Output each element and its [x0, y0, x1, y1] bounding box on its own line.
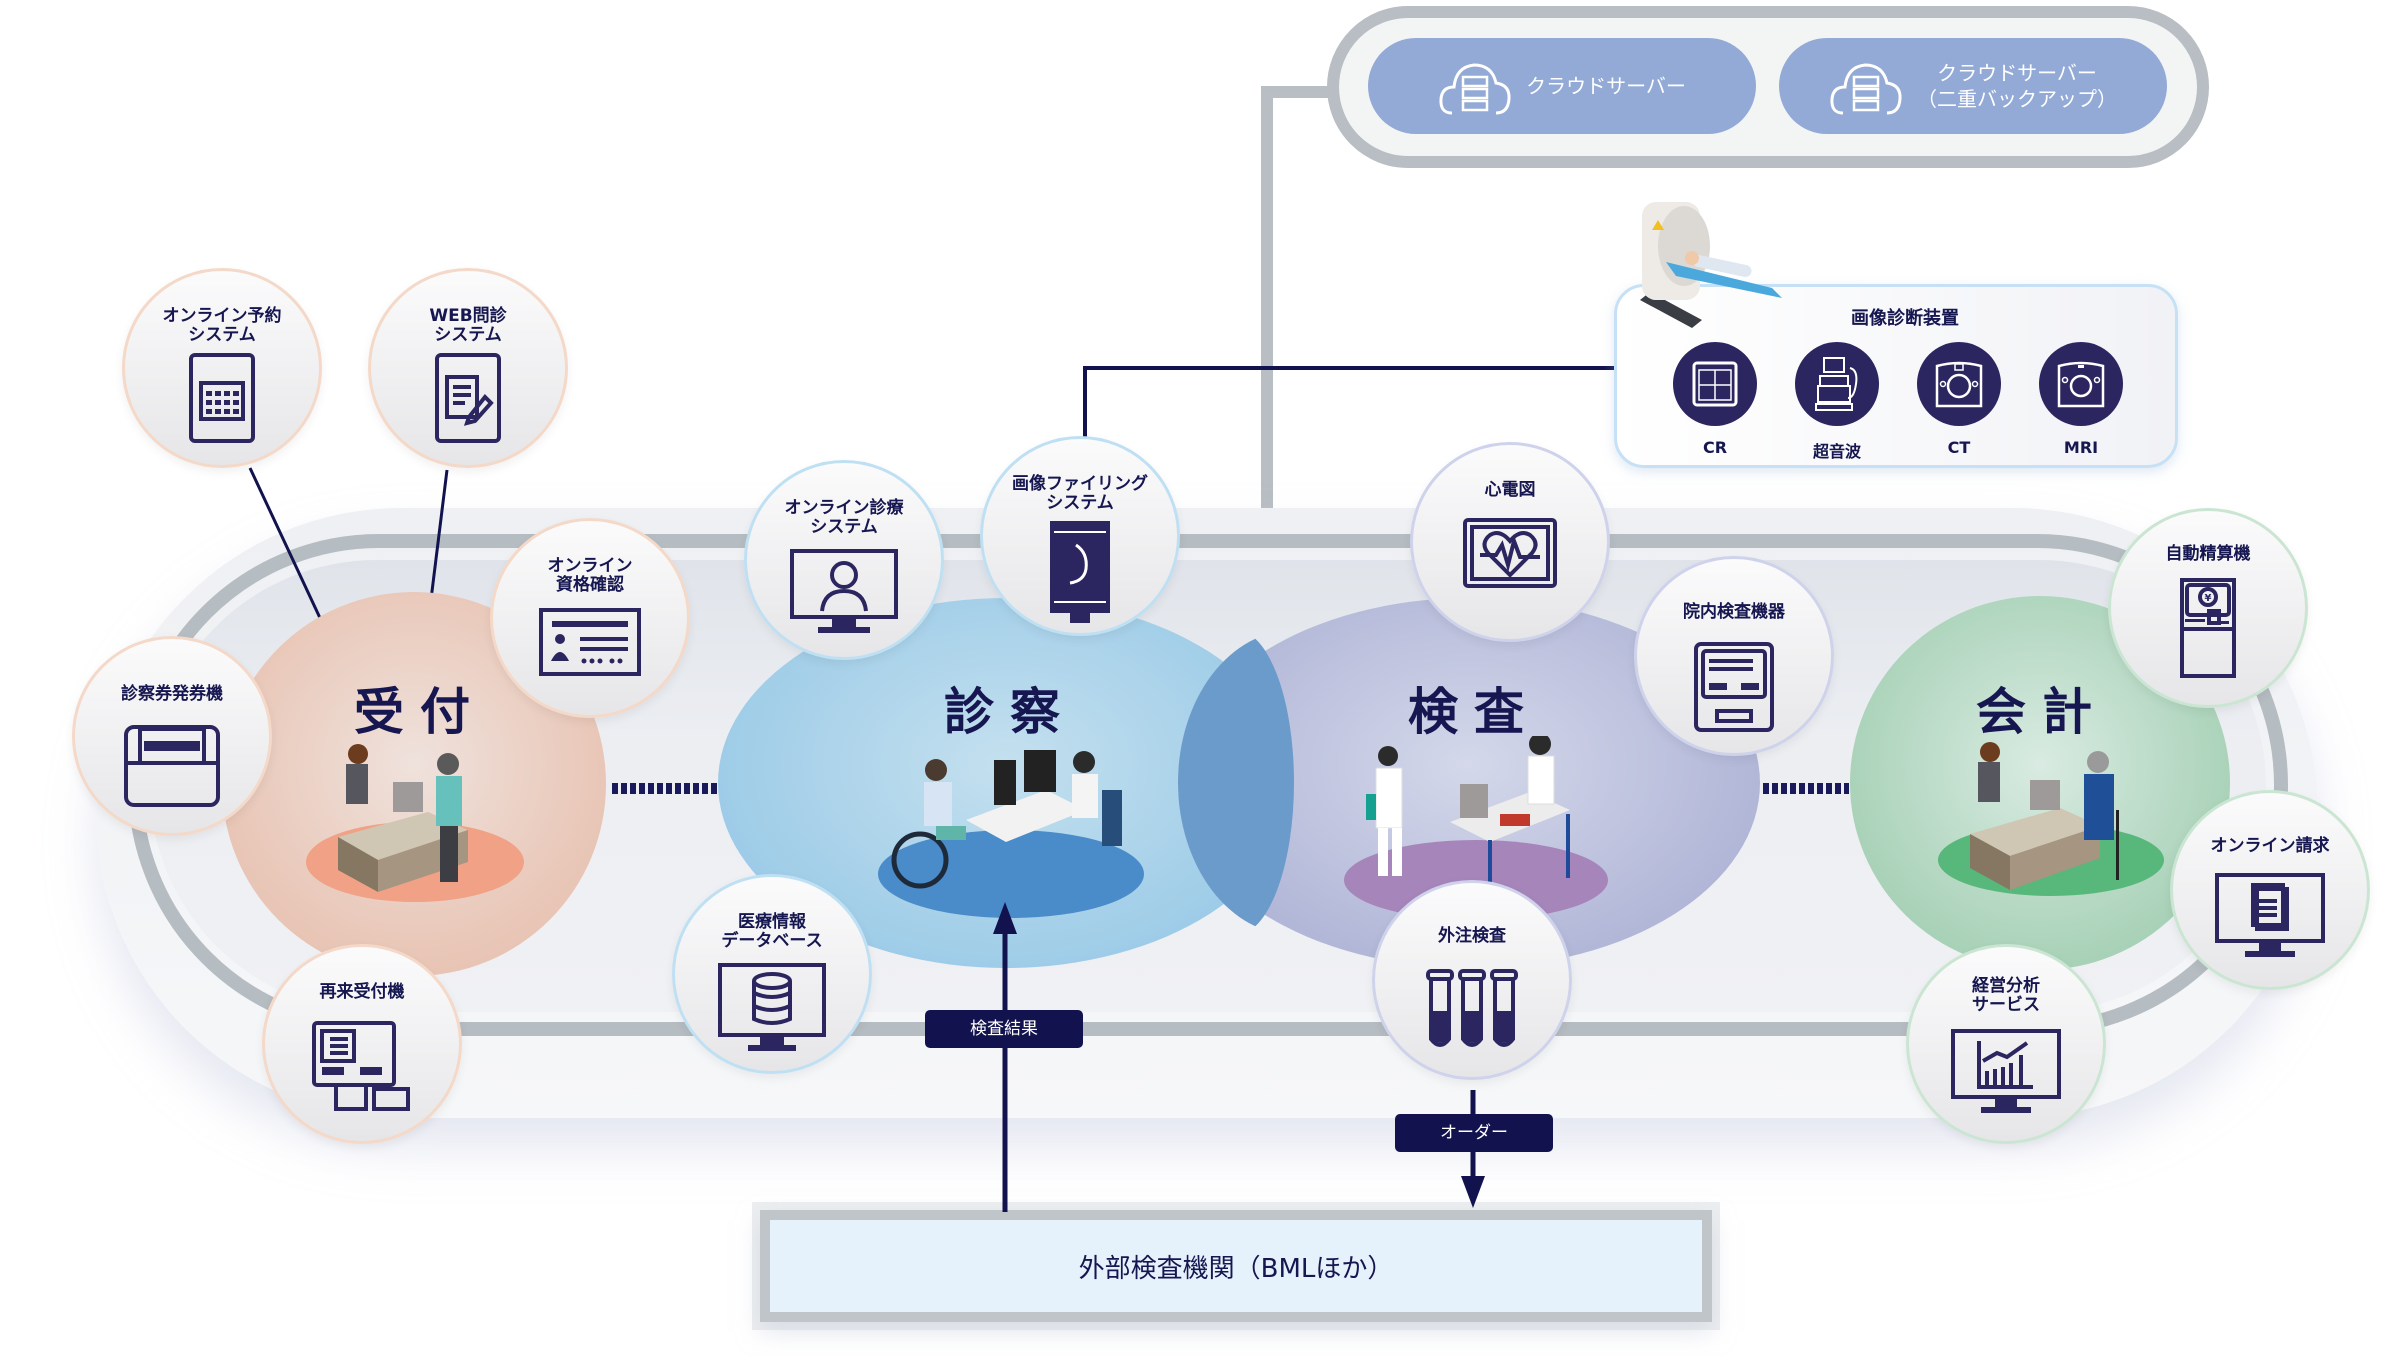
link-kensa-kaikei [1763, 783, 1849, 794]
cloud-server-icon [1830, 63, 1902, 115]
id-card-icon [539, 608, 641, 676]
x-ray-panel-icon [1692, 361, 1738, 407]
satellite-auto-payment[interactable]: 自動精算機 ¥ [2108, 508, 2308, 708]
payment-desk-icon [1970, 742, 2119, 890]
reception-desk-icon [338, 744, 468, 892]
lab-desk-icon [1366, 736, 1570, 902]
imaging-connector-line [1083, 366, 1616, 440]
satellite-online-billing[interactable]: オンライン請求 [2170, 790, 2370, 990]
satellite-label: 診察券発券機 [121, 684, 223, 704]
satellite-label: 経営分析 サービス [1972, 976, 2040, 1015]
link-uketsuke-shinsatsu [612, 783, 718, 794]
stage-title-uketsuke: 受付 [354, 683, 486, 741]
tablet-form-icon [435, 353, 501, 443]
card-issuing-machine-icon [124, 725, 220, 807]
stage-title-shinsatsu: 診察 [944, 683, 1076, 741]
order-tag: オーダー [1395, 1114, 1553, 1152]
external-lab-label: 外部検査機関（BMLほか） [1078, 1253, 1394, 1284]
external-lab-box[interactable]: 外部検査機関（BMLほか） [760, 1210, 1712, 1322]
modality-label: MRI [2063, 438, 2099, 457]
stage-title-kaikei: 会計 [1976, 683, 2108, 741]
satellite-label: WEB問診 システム [429, 306, 507, 345]
satellite-online-consultation[interactable]: オンライン診療 システム [744, 460, 944, 660]
satellite-revisit-kiosk[interactable]: 再来受付機 [262, 944, 462, 1144]
test-tubes-icon [1426, 969, 1518, 1047]
satellite-label: 医療情報 データベース [721, 912, 823, 951]
satellite-label: 外注検査 [1438, 926, 1506, 946]
ct-scanner-illustration [1640, 202, 1782, 328]
satellite-label: 院内検査機器 [1683, 602, 1785, 622]
satellite-image-filing[interactable]: 画像ファイリング システム [980, 436, 1180, 636]
satellite-management-analysis[interactable]: 経営分析 サービス [1906, 944, 2106, 1144]
modality-ultrasound[interactable]: 超音波 [1794, 342, 1880, 462]
satellite-label: オンライン診療 システム [784, 498, 904, 537]
satellite-outsourced-test[interactable]: 外注検査 [1372, 880, 1572, 1080]
video-call-doctor-icon [790, 549, 898, 633]
cloud-server-backup[interactable]: クラウドサーバー （二重バックアップ） [1779, 38, 2167, 134]
modality-label: CR [1702, 438, 1728, 457]
ct-scanner-icon [1935, 361, 1983, 408]
ultrasound-icon [1815, 357, 1858, 411]
billing-monitor-icon [2215, 873, 2325, 957]
analytics-chart-monitor-icon [1951, 1029, 2061, 1113]
svg-text:¥: ¥ [2205, 593, 2212, 604]
satellite-lab-equipment[interactable]: 院内検査機器 [1634, 556, 1834, 756]
order-arrow-head [1461, 1176, 1485, 1208]
consultation-scene-illustration [876, 740, 1146, 920]
results-arrow-head [993, 902, 1017, 934]
doctor-desk-icon [891, 750, 1122, 889]
modality-label: 超音波 [1812, 442, 1861, 461]
reception-scene-illustration [298, 742, 538, 902]
modality-ct[interactable]: CT [1916, 342, 2002, 462]
payment-machine-icon: ¥ [2180, 578, 2236, 678]
payment-scene-illustration [1930, 740, 2170, 900]
stage-title-kensa: 検査 [1408, 683, 1540, 741]
cloud-server-label: クラウドサーバー [1526, 74, 1686, 98]
ecg-heart-monitor-icon [1463, 518, 1557, 588]
modality-mri[interactable]: MRI [2038, 342, 2124, 462]
cloud-server-primary[interactable]: クラウドサーバー [1368, 38, 1756, 134]
satellite-online-eligibility[interactable]: オンライン 資格確認 [490, 518, 690, 718]
kiosk-terminal-icon [312, 1021, 410, 1111]
satellite-online-reservation[interactable]: オンライン予約 システム [122, 268, 322, 468]
image-viewer-monitor-icon [1050, 521, 1110, 623]
satellite-card-issuer[interactable]: 診察券発券機 [72, 636, 272, 836]
cloud-server-icon [1439, 63, 1511, 115]
modality-list: CR 超音波 CT MRI [1672, 342, 2124, 462]
modality-label: CT [1947, 438, 1971, 457]
satellite-ecg[interactable]: 心電図 [1410, 442, 1610, 642]
satellite-label: オンライン 資格確認 [547, 556, 633, 595]
satellite-label: 自動精算機 [2165, 544, 2251, 564]
cloud-connector-line [1261, 86, 1330, 540]
imaging-panel-title: 画像診断装置 [1851, 308, 1959, 329]
database-monitor-icon [718, 963, 826, 1051]
modality-cr[interactable]: CR [1672, 342, 1758, 462]
consultation-floor [878, 830, 1144, 918]
tablet-calendar-icon [189, 353, 255, 443]
satellite-label: 画像ファイリング システム [1012, 474, 1148, 513]
satellite-label: オンライン予約 システム [162, 306, 282, 345]
satellite-label: オンライン請求 [2210, 836, 2330, 856]
satellite-label: 心電図 [1484, 480, 1536, 500]
satellite-medical-database[interactable]: 医療情報 データベース [672, 874, 872, 1074]
results-tag: 検査結果 [925, 1010, 1083, 1048]
mri-scanner-icon [2057, 361, 2105, 408]
satellite-label: 再来受付機 [319, 982, 405, 1002]
lab-analyzer-icon [1694, 642, 1774, 732]
cloud-server-label: クラウドサーバー （二重バックアップ） [1917, 61, 2117, 111]
satellite-web-questionnaire[interactable]: WEB問診 システム [368, 268, 568, 468]
